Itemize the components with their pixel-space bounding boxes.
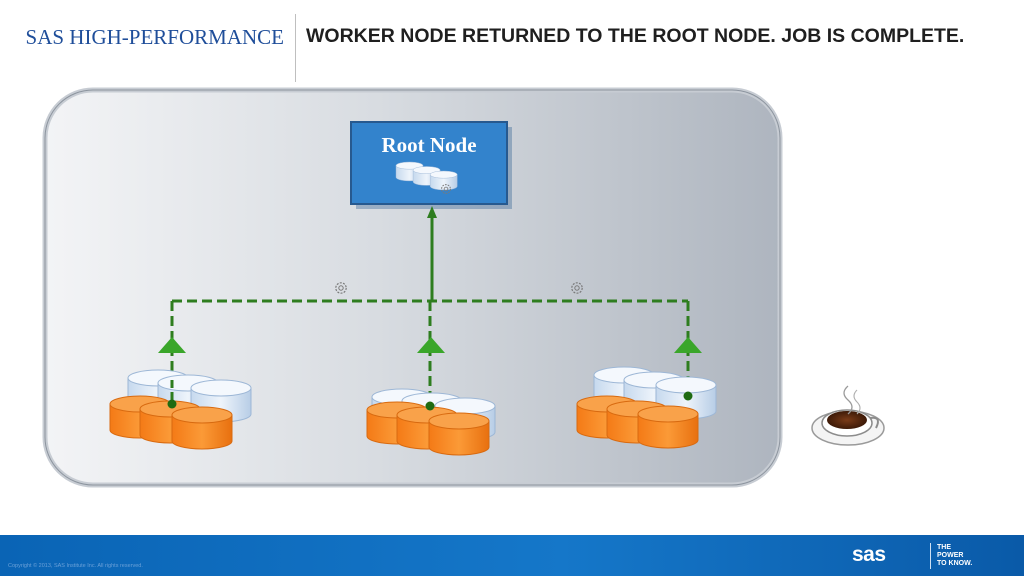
root-node-label: Root Node bbox=[381, 133, 476, 157]
copyright-text: Copyright © 2013, SAS Institute Inc. All… bbox=[8, 563, 143, 569]
worker-2-arrow-icon bbox=[417, 337, 445, 353]
tagline-line-2: POWER bbox=[937, 552, 964, 559]
tagline-line-1: THE bbox=[937, 544, 951, 551]
sas-tagline: THE POWER TO KNOW. bbox=[937, 544, 997, 568]
footer-bar: Copyright © 2013, SAS Institute Inc. All… bbox=[0, 535, 1024, 576]
worker-1-arrow-icon bbox=[158, 337, 186, 353]
worker-node-2 bbox=[366, 388, 496, 456]
worker-node-3 bbox=[576, 366, 717, 449]
coffee-cup-icon bbox=[811, 385, 885, 446]
slide-title: WORKER NODE RETURNED TO THE ROOT NODE. J… bbox=[306, 25, 965, 47]
worker-node-1 bbox=[109, 369, 252, 450]
root-node: Root Node bbox=[350, 121, 512, 209]
title-divider bbox=[295, 14, 296, 82]
worker-3-arrow-icon bbox=[674, 337, 702, 353]
section-title: SAS HIGH-PERFORMANCE bbox=[25, 25, 284, 49]
tagline-line-3: TO KNOW. bbox=[937, 560, 973, 567]
return-arrow-head bbox=[427, 206, 437, 218]
sas-logo: sas bbox=[852, 543, 886, 566]
logo-divider bbox=[930, 543, 931, 569]
